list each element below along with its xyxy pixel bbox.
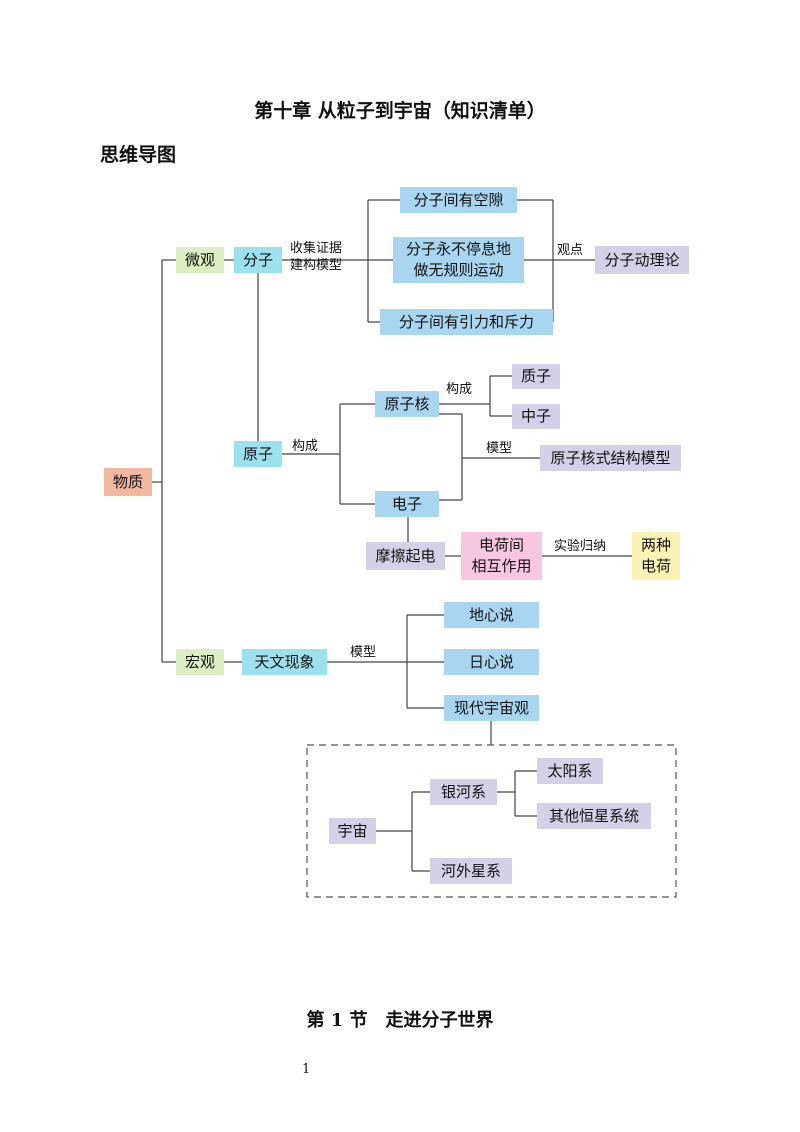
node-neutron: 中子	[512, 404, 560, 429]
node-electron: 电子	[375, 491, 439, 517]
node-nucleus: 原子核	[375, 391, 439, 417]
label-experiment: 实验归纳	[554, 539, 607, 554]
node-molecule-gap: 分子间有空隙	[400, 187, 517, 213]
label-compose-nucleus: 构成	[446, 382, 473, 397]
section-title: 第 1 节 走进分子世界	[306, 1010, 494, 1031]
node-other-star-systems: 其他恒星系统	[537, 803, 651, 829]
label-compose-atom: 构成	[292, 439, 319, 454]
label-viewpoint: 观点	[557, 243, 584, 258]
node-universe: 宇宙	[329, 818, 376, 844]
page-title: 第十章 从粒子到宇宙（知识清单）	[254, 100, 546, 122]
node-nuclear-model: 原子核式结构模型	[540, 445, 681, 471]
node-molecule: 分子	[234, 247, 282, 273]
node-kinetic-theory: 分子动理论	[595, 246, 689, 274]
label-evidence: 收集证据 建构模型	[290, 241, 343, 273]
node-geocentric: 地心说	[444, 602, 539, 628]
node-astronomy: 天文现象	[242, 649, 327, 675]
node-friction: 摩擦起电	[366, 542, 445, 570]
node-molecule-force: 分子间有引力和斥力	[380, 309, 553, 335]
node-modern-universe: 现代宇宙观	[444, 695, 539, 721]
node-heliocentric: 日心说	[444, 649, 539, 675]
label-model-astronomy: 模型	[350, 645, 377, 660]
label-model-nuclear: 模型	[486, 441, 513, 456]
node-charge-interaction: 电荷间 相互作用	[461, 532, 542, 580]
node-matter: 物质	[104, 468, 152, 496]
node-proton: 质子	[512, 364, 560, 389]
mind-map-heading: 思维导图	[100, 144, 177, 166]
node-milky-way: 银河系	[430, 779, 497, 805]
node-molecule-motion: 分子永不停息地 做无规则运动	[393, 237, 524, 283]
node-solar-system: 太阳系	[537, 758, 603, 784]
node-macro: 宏观	[176, 649, 224, 675]
node-extragalactic: 河外星系	[430, 858, 512, 884]
node-atom: 原子	[234, 441, 282, 467]
node-two-charges: 两种 电荷	[632, 532, 680, 580]
node-micro: 微观	[176, 247, 224, 273]
page-number: 1	[302, 1062, 311, 1077]
